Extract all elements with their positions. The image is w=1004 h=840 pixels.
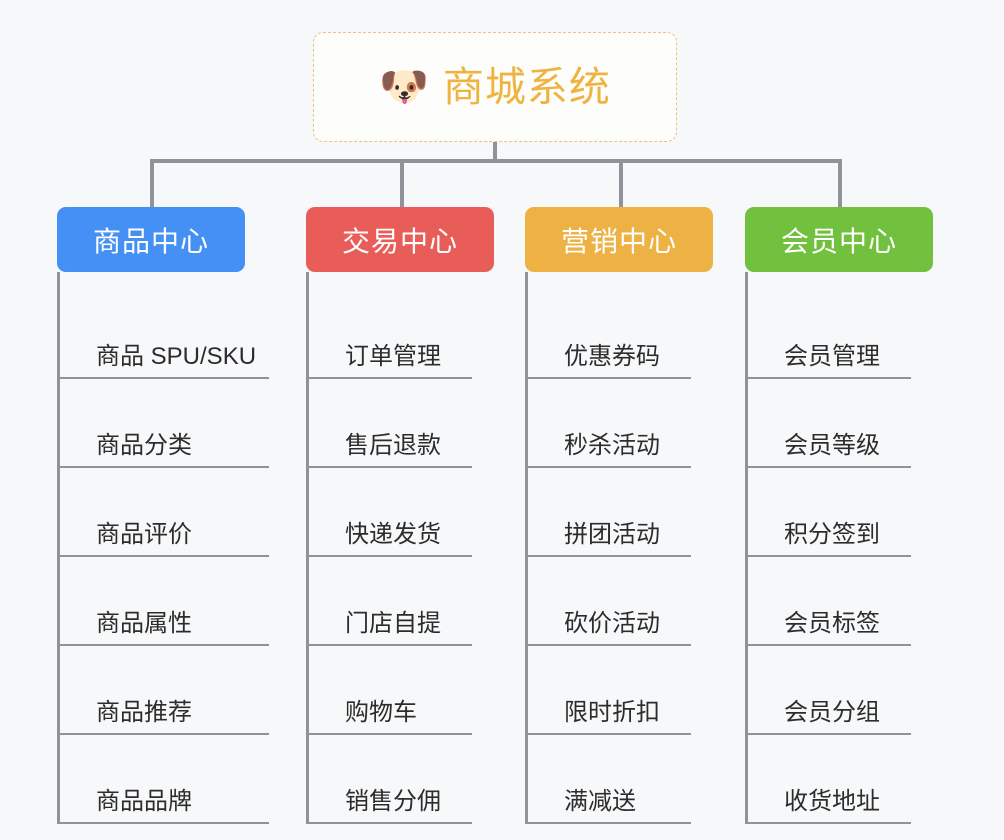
leaf-item[interactable]: 满减送 [528,735,691,824]
leaf-item-label: 商品属性 [96,610,192,638]
leaf-item[interactable]: 商品 SPU/SKU [60,290,269,379]
leaf-item-label: 限时折扣 [564,699,660,727]
branch-header-label: 商品中心 [92,225,209,257]
leaf-item-label: 积分签到 [784,521,880,549]
leaf-item-label: 拼团活动 [564,521,660,549]
leaf-item[interactable]: 商品推荐 [60,646,269,735]
leaf-item[interactable]: 会员标签 [748,557,911,646]
leaf-item[interactable]: 收货地址 [748,735,911,824]
leaf-item[interactable]: 积分签到 [748,468,911,557]
connector-drop-3 [619,159,623,207]
leaf-item[interactable]: 会员分组 [748,646,911,735]
leaf-item[interactable]: 秒杀活动 [528,379,691,468]
leaf-item[interactable]: 会员管理 [748,290,911,379]
leaf-item[interactable]: 订单管理 [309,290,472,379]
leaf-item[interactable]: 商品属性 [60,557,269,646]
leaf-item[interactable]: 会员等级 [748,379,911,468]
connector-horizontal-bar [150,159,840,163]
leaf-item-label: 购物车 [345,699,417,727]
leaf-item-label: 销售分佣 [345,788,441,816]
leaf-item-label: 快递发货 [345,521,441,549]
connector-drop-2 [400,159,404,207]
leaf-stack-2: 订单管理售后退款快递发货门店自提购物车销售分佣 [306,272,472,824]
branch-column-4: 会员中心会员管理会员等级积分签到会员标签会员分组收货地址 [745,207,933,824]
leaf-item-label: 收货地址 [784,788,880,816]
branch-column-2: 交易中心订单管理售后退款快递发货门店自提购物车销售分佣 [306,207,494,824]
branch-column-1: 商品中心商品 SPU/SKU 商品分类商品评价商品属性商品推荐商品品牌 [57,207,269,824]
root-node-label: 商城系统 [442,63,611,110]
leaf-item-label: 订单管理 [345,343,441,371]
leaf-item-label: 秒杀活动 [564,432,660,460]
leaf-item-label: 会员分组 [784,699,880,727]
connector-root-stem [493,142,497,163]
branch-header-2[interactable]: 交易中心 [306,207,494,272]
branch-header-3[interactable]: 营销中心 [525,207,713,272]
branch-header-1[interactable]: 商品中心 [57,207,245,272]
leaf-item-label: 商品 SPU/SKU [96,343,257,371]
leaf-item[interactable]: 优惠券码 [528,290,691,379]
leaf-item-label: 商品评价 [96,521,192,549]
leaf-stack-4: 会员管理会员等级积分签到会员标签会员分组收货地址 [745,272,911,824]
leaf-stack-1: 商品 SPU/SKU 商品分类商品评价商品属性商品推荐商品品牌 [57,272,269,824]
branch-header-label: 会员中心 [780,225,897,257]
leaf-item-label: 商品分类 [96,432,192,460]
branch-column-3: 营销中心优惠券码秒杀活动拼团活动砍价活动限时折扣满减送 [525,207,713,824]
leaf-item-label: 会员管理 [784,343,880,371]
branch-header-label: 交易中心 [341,225,458,257]
leaf-item-label: 售后退款 [345,432,441,460]
branch-header-label: 营销中心 [560,225,677,257]
leaf-item[interactable]: 门店自提 [309,557,472,646]
leaf-item-label: 商品品牌 [96,788,192,816]
root-node-shop-system[interactable]: 🐶 商城系统 [313,32,677,142]
leaf-item[interactable]: 快递发货 [309,468,472,557]
leaf-item[interactable]: 商品评价 [60,468,269,557]
leaf-item-label: 门店自提 [345,610,441,638]
leaf-item[interactable]: 限时折扣 [528,646,691,735]
connector-drop-4 [838,159,842,207]
leaf-item-label: 砍价活动 [564,610,660,638]
leaf-item[interactable]: 购物车 [309,646,472,735]
leaf-item[interactable]: 售后退款 [309,379,472,468]
leaf-item-label: 优惠券码 [564,343,660,371]
leaf-item-label: 会员等级 [784,432,880,460]
leaf-item-label: 商品推荐 [96,699,192,727]
leaf-item[interactable]: 拼团活动 [528,468,691,557]
shiba-dog-face-icon: 🐶 [379,65,429,109]
leaf-item[interactable]: 商品品牌 [60,735,269,824]
branch-header-4[interactable]: 会员中心 [745,207,933,272]
leaf-item-label: 满减送 [564,788,636,816]
leaf-item[interactable]: 销售分佣 [309,735,472,824]
leaf-item[interactable]: 商品分类 [60,379,269,468]
leaf-item[interactable]: 砍价活动 [528,557,691,646]
leaf-item-label: 会员标签 [784,610,880,638]
leaf-stack-3: 优惠券码秒杀活动拼团活动砍价活动限时折扣满减送 [525,272,691,824]
connector-drop-1 [150,159,154,207]
